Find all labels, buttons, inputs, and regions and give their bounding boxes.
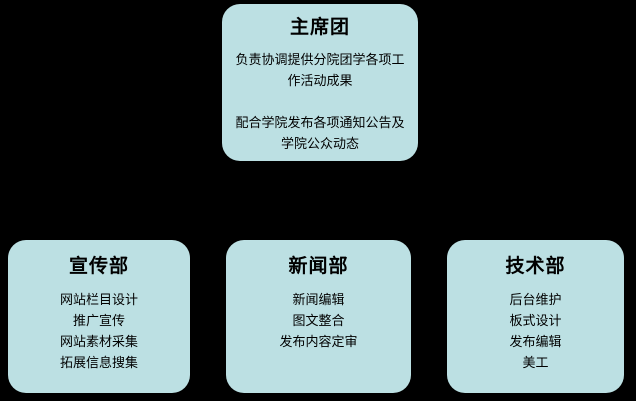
org-node-tech-title: 技术部 (505, 255, 566, 277)
org-node-chairman-body: 负责协调提供分院团学各项工 作活动成果 配合学院发布各项通知公告及 学院公众动态 (222, 50, 418, 155)
org-node-chairman-paragraph-2: 配合学院发布各项通知公告及 学院公众动态 (222, 113, 418, 155)
org-node-publicity-item: 拓展信息搜集 (59, 356, 138, 371)
org-node-news-body: 新闻编辑 图文整合 发布内容定审 (226, 290, 411, 353)
org-node-tech[interactable]: 技术部 后台维护 板式设计 发布编辑 美工 (447, 240, 624, 393)
org-node-news-item: 发布内容定审 (279, 335, 358, 350)
org-node-chairman-line: 负责协调提供分院团学各项工 (235, 53, 405, 68)
org-node-publicity-item: 网站素材采集 (59, 335, 138, 350)
org-node-publicity-item: 网站栏目设计 (59, 293, 138, 308)
org-node-publicity-item: 推广宣传 (72, 314, 125, 329)
org-node-tech-body: 后台维护 板式设计 发布编辑 美工 (447, 290, 624, 374)
org-node-chairman[interactable]: 主席团 负责协调提供分院团学各项工 作活动成果 配合学院发布各项通知公告及 学院… (222, 4, 418, 161)
org-node-chairman-line: 学院公众动态 (280, 137, 359, 152)
org-node-publicity[interactable]: 宣传部 网站栏目设计 推广宣传 网站素材采集 拓展信息搜集 (8, 240, 190, 393)
org-node-chairman-line: 作活动成果 (287, 74, 353, 89)
org-node-chairman-line: 配合学院发布各项通知公告及 (235, 116, 405, 131)
org-node-tech-item: 板式设计 (509, 314, 562, 329)
org-node-chairman-title: 主席团 (289, 16, 350, 38)
org-node-news[interactable]: 新闻部 新闻编辑 图文整合 发布内容定审 (226, 240, 411, 393)
org-node-tech-item: 后台维护 (509, 293, 562, 308)
org-node-news-item: 图文整合 (292, 314, 345, 329)
org-node-news-item: 新闻编辑 (292, 293, 345, 308)
org-node-tech-item: 发布编辑 (509, 335, 562, 350)
org-node-publicity-title: 宣传部 (68, 255, 129, 277)
org-node-chairman-paragraph-1: 负责协调提供分院团学各项工 作活动成果 (222, 50, 418, 92)
org-node-publicity-body: 网站栏目设计 推广宣传 网站素材采集 拓展信息搜集 (8, 290, 190, 374)
org-node-news-title: 新闻部 (288, 255, 349, 277)
org-node-tech-item: 美工 (522, 356, 549, 371)
